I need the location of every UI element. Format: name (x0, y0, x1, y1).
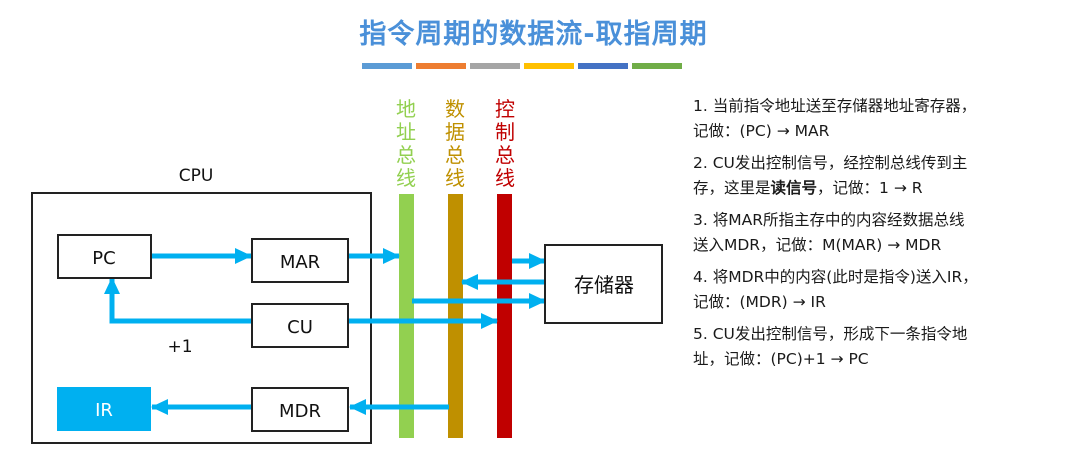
address-bus (399, 194, 414, 438)
memory-label: 存储器 (574, 273, 634, 297)
step-text: 1. 当前指令地址送至存储器地址寄存器， (693, 97, 977, 115)
step-list: 1. 当前指令地址送至存储器地址寄存器， 记做：(PC) → MAR 2. CU… (693, 94, 1063, 379)
mar-label: MAR (280, 252, 320, 273)
step-text: 存，这里是读信号，记做：1 → R (693, 176, 1063, 201)
cpu-label: CPU (179, 166, 214, 186)
arrow-cu-to-pc (103, 277, 252, 324)
read-signal-emphasis: 读信号 (770, 179, 818, 197)
page-title: 指令周期的数据流-取指周期 (359, 19, 708, 50)
memory-box (544, 244, 663, 324)
step-4: 4. 将MDR中的内容(此时是指令)送入IR， 记做：(MDR) → IR (693, 265, 1063, 315)
title-bar-segment (632, 63, 682, 69)
title-bar-segment (578, 63, 628, 69)
mdr-box (251, 387, 349, 432)
increment-label: +1 (167, 337, 192, 357)
step-text: 存，这里是 (693, 179, 771, 197)
step-text: 4. 将MDR中的内容(此时是指令)送入IR， (693, 268, 978, 286)
data-bus (448, 194, 463, 438)
step-text: 5. CU发出控制信号，形成下一条指令地 (693, 325, 968, 343)
step-text: 3. 将MAR所指主存中的内容经数据总线 (693, 211, 965, 229)
ir-box (57, 387, 151, 431)
step-text: 2. CU发出控制信号，经控制总线传到主 (693, 154, 968, 172)
cpu-box (31, 192, 372, 444)
step-text: 送入MDR，记做：M(MAR) → MDR (693, 236, 942, 254)
step-text: 记做：(MDR) → IR (693, 293, 826, 311)
control-bus-label: 控制总线 (495, 97, 515, 190)
title-bar-segment (524, 63, 574, 69)
ir-label: IR (95, 400, 113, 421)
title-bar-segment (470, 63, 520, 69)
step-text: 记做：(PC) → MAR (693, 122, 830, 140)
mdr-label: MDR (279, 401, 321, 422)
step-text: ，记做：1 → R (817, 179, 923, 197)
pc-box (57, 234, 152, 279)
title-bar-segment (416, 63, 466, 69)
step-2: 2. CU发出控制信号，经控制总线传到主 存，这里是读信号，记做：1 → R (693, 151, 1063, 201)
mar-box (251, 238, 349, 283)
title-bar-segment (362, 63, 412, 69)
step-3: 3. 将MAR所指主存中的内容经数据总线 送入MDR，记做：M(MAR) → M… (693, 208, 1063, 258)
cu-box (251, 303, 349, 348)
cu-label: CU (287, 317, 313, 338)
step-5: 5. CU发出控制信号，形成下一条指令地 址，记做：(PC)+1 → PC (693, 322, 1063, 372)
step-1: 1. 当前指令地址送至存储器地址寄存器， 记做：(PC) → MAR (693, 94, 1063, 144)
title-color-bar (362, 63, 682, 69)
pc-label: PC (92, 248, 115, 269)
data-bus-label: 数据总线 (445, 97, 465, 190)
step-text: 址，记做：(PC)+1 → PC (693, 350, 869, 368)
control-bus (497, 194, 512, 438)
address-bus-label: 地址总线 (396, 97, 416, 190)
